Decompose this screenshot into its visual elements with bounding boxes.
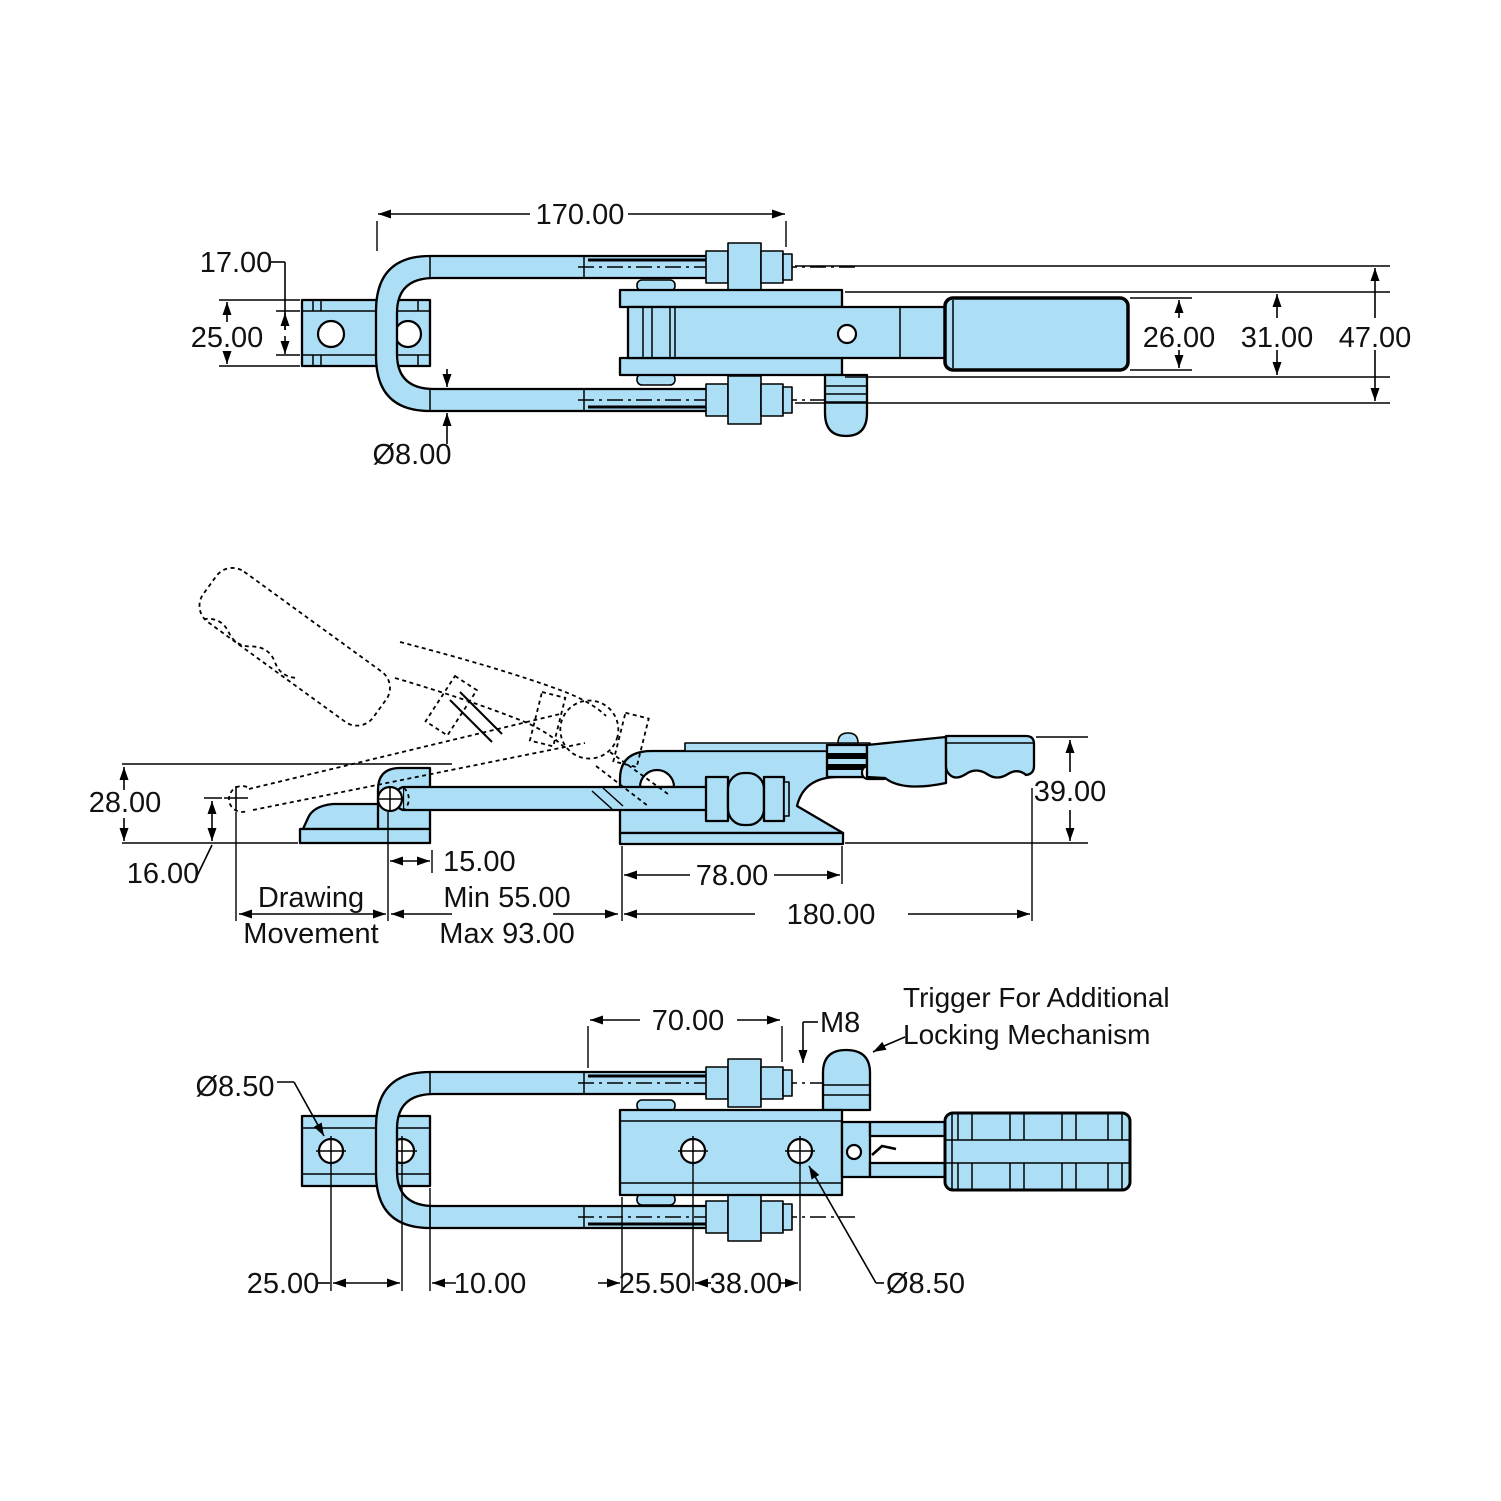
note-line-2: Locking Mechanism xyxy=(903,1019,1150,1050)
dim-text-47: 47.00 xyxy=(1339,322,1412,354)
dim-overall-length-side: 180.00 xyxy=(624,788,1033,931)
dim-overall-length-top: 170.00 xyxy=(376,199,787,251)
dim-text-m8: M8 xyxy=(820,1007,860,1039)
rod-nuts-bottom xyxy=(705,1058,793,1242)
bottom-view: 70.00 M8 Trigger For Additional Locking … xyxy=(196,982,1170,1300)
callout-m8: M8 xyxy=(798,1007,860,1063)
dim-text-max93: Max 93.00 xyxy=(439,918,574,950)
clevis-hole-2 xyxy=(393,319,423,349)
dim-text-min55: Min 55.00 xyxy=(443,882,570,914)
dim-base-length: 78.00 xyxy=(624,846,843,892)
open-pivot xyxy=(224,785,248,813)
mounting-plate xyxy=(300,1114,432,1188)
dim-text-31: 31.00 xyxy=(1241,322,1314,354)
dim-text-17: 17.00 xyxy=(200,247,273,279)
dim-text-26: 26.00 xyxy=(1143,322,1216,354)
trigger-dome-bottom xyxy=(821,1048,872,1112)
dim-text-39: 39.00 xyxy=(1034,776,1107,808)
trigger-pin-tip xyxy=(837,732,859,744)
handle-side xyxy=(865,734,1036,788)
latch-body xyxy=(618,279,947,386)
dim-text-38: 38.00 xyxy=(710,1268,783,1300)
dim-text-25-bottom: 25.00 xyxy=(247,1268,320,1300)
dim-base-height: 16.00 xyxy=(127,797,222,890)
latch-body-bottom xyxy=(618,1099,844,1206)
dim-rod-diameter: Ø8.00 xyxy=(373,369,452,471)
handle-bottom xyxy=(868,1111,1132,1192)
dim-text-10: 10.00 xyxy=(454,1268,527,1300)
dim-text-dia85-right: Ø8.50 xyxy=(886,1268,965,1300)
dim-bracket-width: 25.00 xyxy=(191,299,300,367)
hump-hole xyxy=(638,768,676,789)
catch-base xyxy=(298,766,432,845)
dim-text-170: 170.00 xyxy=(536,199,625,231)
dim-chain-bottom: 25.00 10.00 25.50 38.00 xyxy=(247,1165,801,1300)
label-drawing: Drawing xyxy=(258,882,364,914)
grip-side xyxy=(944,734,1036,779)
dim-drawing-movement: Drawing Movement xyxy=(235,812,389,950)
clevis-hole-1 xyxy=(316,319,346,349)
dim-text-28: 28.00 xyxy=(89,787,162,819)
dim-text-2550: 25.50 xyxy=(619,1268,692,1300)
trigger-housing-bottom xyxy=(840,1120,897,1179)
dim-min-max: Min 55.00 Max 93.00 xyxy=(391,846,623,950)
trigger-plan xyxy=(823,373,869,438)
dim-text-70: 70.00 xyxy=(652,1005,725,1037)
grip-handle-plan xyxy=(943,296,1130,372)
callout-body-hole-dia: Ø8.50 xyxy=(808,1165,965,1300)
dim-widths-right: 26.00 31.00 47.00 xyxy=(795,265,1412,404)
dim-thread-length: 70.00 xyxy=(587,1005,783,1068)
dim-pivot-height: 28.00 xyxy=(89,763,452,844)
dim-text-16: 16.00 xyxy=(127,858,200,890)
trigger-note: Trigger For Additional Locking Mechanism xyxy=(872,982,1170,1053)
side-view: 28.00 16.00 Drawing Movement 15.00 xyxy=(89,567,1107,950)
dim-text-15: 15.00 xyxy=(443,846,516,878)
note-line-1: Trigger For Additional xyxy=(903,982,1170,1013)
rod-nuts xyxy=(705,242,793,425)
drawbar xyxy=(376,785,718,813)
dim-text-dia85-left: Ø8.50 xyxy=(196,1071,275,1103)
dim-text-25: 25.00 xyxy=(191,322,264,354)
dim-text-dia8: Ø8.00 xyxy=(373,439,452,471)
body-pin-hole xyxy=(836,323,858,345)
phantom-open-handle xyxy=(198,567,669,811)
clevis-bracket xyxy=(300,298,432,368)
top-view: 170.00 17.00 25.00 Ø8.00 xyxy=(191,199,1412,471)
dim-catch-offset: 15.00 xyxy=(390,846,516,878)
barrel-nut xyxy=(704,771,790,827)
label-movement: Movement xyxy=(243,918,378,950)
callout-mount-hole-dia: Ø8.50 xyxy=(196,1071,325,1137)
dim-handle-height: 39.00 xyxy=(845,736,1107,844)
dim-plate-thickness: 17.00 xyxy=(200,247,300,356)
dim-text-180: 180.00 xyxy=(787,899,876,931)
dim-text-78: 78.00 xyxy=(696,860,769,892)
